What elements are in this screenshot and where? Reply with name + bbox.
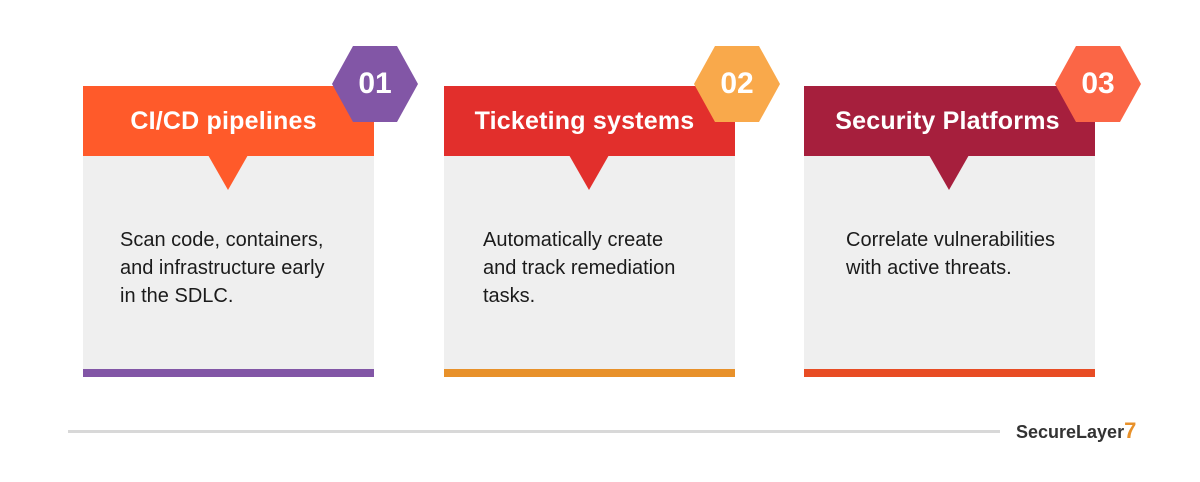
card-description-line: and infrastructure early [120,257,325,279]
card-description-line: Scan code, containers, [120,229,324,251]
header-pointer [569,155,609,190]
card-body [804,156,1095,369]
card-title: Security Platforms [835,106,1060,135]
number-badge: 03 [1055,46,1141,122]
number-badge: 01 [332,46,418,122]
card-description: Correlate vulnerabilities with active th… [846,226,1055,282]
card-description-line: with active threats. [846,257,1012,279]
badge-number: 02 [720,67,754,100]
header-pointer [208,155,248,190]
footer-divider [68,430,1000,433]
hexagon-shape [694,46,780,122]
card-description: Automatically create and track remediati… [483,226,675,310]
brand-name: SecureLayer [1016,422,1125,442]
card-bottom-bar [804,369,1095,377]
card-header: CI/CD pipelines [83,86,374,156]
card-security-platforms: Security Platforms Correlate vulnerabili… [804,46,1141,377]
brand-accent: 7 [1124,418,1137,443]
card-body [444,156,735,369]
badge-number: 03 [1081,67,1115,100]
card-cicd-pipelines: CI/CD pipelines Scan code, containers, a… [83,46,418,377]
card-header: Ticketing systems [444,86,735,156]
brand-logo: SecureLayer7 [1016,418,1136,444]
card-body [83,156,374,369]
card-header: Security Platforms [804,86,1095,156]
hexagon-shape [332,46,418,122]
card-description-line: Correlate vulnerabilities [846,229,1055,251]
card-ticketing-systems: Ticketing systems Automatically create a… [444,46,780,377]
card-title: Ticketing systems [474,106,695,135]
badge-number: 01 [358,67,392,100]
card-title: CI/CD pipelines [130,106,317,135]
header-pointer [929,155,969,190]
card-bottom-bar [83,369,374,377]
card-description-line: tasks. [483,285,536,307]
card-bottom-bar [444,369,735,377]
card-description-line: and track remediation [483,257,676,279]
card-description-line: Automatically create [483,229,664,251]
number-badge: 02 [694,46,780,122]
hexagon-shape [1055,46,1141,122]
card-description: Scan code, containers, and infrastructur… [120,226,325,310]
card-description-line: in the SDLC. [120,285,234,307]
